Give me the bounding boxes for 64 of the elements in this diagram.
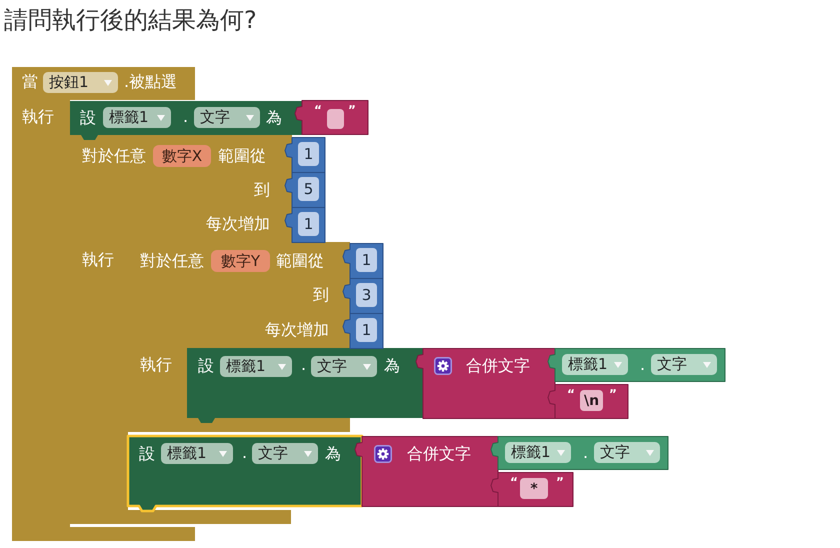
block-text: 執行 bbox=[140, 355, 172, 375]
block-text: 範圍從 bbox=[276, 251, 324, 271]
block-text: 為 bbox=[325, 444, 341, 464]
dropdown-field: 標籤1 bbox=[161, 443, 233, 464]
block-text: . bbox=[640, 355, 646, 375]
block-text: .被點選 bbox=[124, 72, 178, 92]
number-field: 1 bbox=[298, 212, 319, 236]
quote-mark: ” bbox=[609, 387, 617, 401]
block-text: 對於任意 bbox=[140, 251, 204, 271]
quote-mark: ” bbox=[556, 475, 564, 489]
variable-field: 數字X bbox=[153, 145, 211, 167]
text-field bbox=[327, 109, 344, 129]
text-field: \n bbox=[580, 390, 603, 411]
block-text: 執行 bbox=[22, 107, 54, 127]
block-text: 每次增加 bbox=[265, 320, 329, 340]
text-block bbox=[294, 100, 368, 134]
join-block bbox=[415, 348, 556, 418]
quote-mark: “ bbox=[510, 475, 518, 489]
block-text: 合併文字 bbox=[466, 356, 530, 376]
block-text: 設 bbox=[139, 444, 155, 464]
text-block bbox=[547, 384, 628, 418]
text-block bbox=[490, 472, 574, 506]
dropdown-field: 文字 bbox=[651, 354, 717, 375]
dropdown-field: 文字 bbox=[311, 356, 377, 377]
dropdown-field: 標籤1 bbox=[103, 107, 171, 128]
number-field: 3 bbox=[356, 283, 377, 307]
getter-block bbox=[547, 348, 726, 382]
dropdown-field: 標籤1 bbox=[505, 442, 571, 463]
dropdown-field: 文字 bbox=[252, 443, 318, 464]
quote-mark: ” bbox=[348, 103, 356, 117]
dropdown-field: 按鈕1 bbox=[43, 72, 118, 93]
block-text: 每次增加 bbox=[206, 214, 270, 234]
number-field: 5 bbox=[298, 177, 319, 201]
block-text: 為 bbox=[266, 108, 282, 128]
dropdown-field: 標籤1 bbox=[220, 356, 292, 377]
text-field: * bbox=[520, 478, 548, 499]
dropdown-field: 標籤1 bbox=[562, 354, 628, 375]
block-text: 執行 bbox=[82, 250, 114, 270]
block-text: 對於任意 bbox=[82, 146, 146, 166]
block-text: 到 bbox=[313, 285, 329, 305]
block-text: 設 bbox=[80, 108, 96, 128]
quote-mark: “ bbox=[567, 387, 575, 401]
number-field: 1 bbox=[356, 248, 377, 272]
block-text: . bbox=[183, 107, 188, 127]
dropdown-field: 文字 bbox=[594, 442, 660, 463]
number-field: 1 bbox=[298, 142, 319, 166]
block-text: 當 bbox=[22, 72, 38, 92]
question-title: 請問執行後的結果為何? bbox=[4, 5, 257, 35]
block-text: . bbox=[301, 355, 306, 375]
block-text: . bbox=[242, 443, 248, 463]
block-text: . bbox=[583, 443, 588, 463]
quote-mark: “ bbox=[314, 103, 322, 117]
getter-block bbox=[490, 436, 668, 470]
block-text: 設 bbox=[198, 356, 214, 376]
dropdown-field: 文字 bbox=[194, 107, 260, 128]
number-field: 1 bbox=[356, 318, 377, 342]
variable-field: 數字Y bbox=[211, 250, 270, 272]
block-text: 為 bbox=[384, 356, 400, 376]
setter-block bbox=[187, 348, 423, 423]
block-text: 範圍從 bbox=[218, 146, 266, 166]
block-text: 合併文字 bbox=[407, 444, 471, 464]
setter-block bbox=[126, 434, 364, 513]
block-text: 到 bbox=[254, 180, 270, 200]
join-block bbox=[354, 436, 498, 506]
